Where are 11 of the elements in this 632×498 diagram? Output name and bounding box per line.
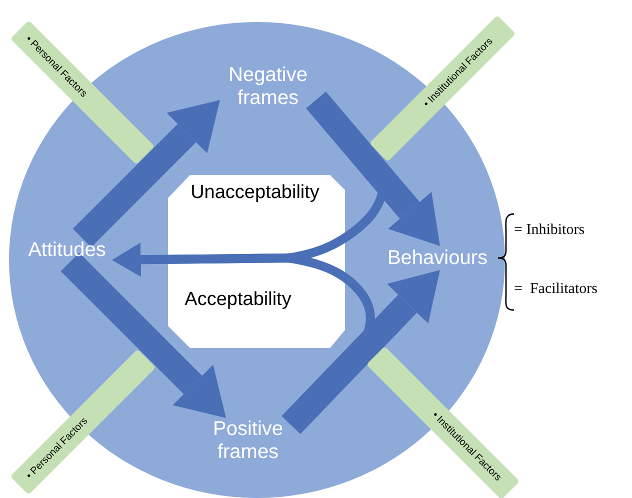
- brace-label: = Facilitators: [514, 281, 598, 298]
- node-label: Negative frames: [228, 64, 308, 110]
- node-label: Behaviours: [387, 246, 488, 270]
- edge-label: Acceptability: [182, 289, 294, 311]
- node-label: Attitudes: [28, 238, 106, 262]
- block-arrow: [72, 100, 220, 248]
- brace-label: = Inhibitors: [514, 222, 585, 239]
- node-label: Positive frames: [212, 418, 284, 464]
- block-arrow: [306, 92, 440, 246]
- block-arrow: [282, 270, 440, 434]
- block-arrow: [60, 252, 226, 418]
